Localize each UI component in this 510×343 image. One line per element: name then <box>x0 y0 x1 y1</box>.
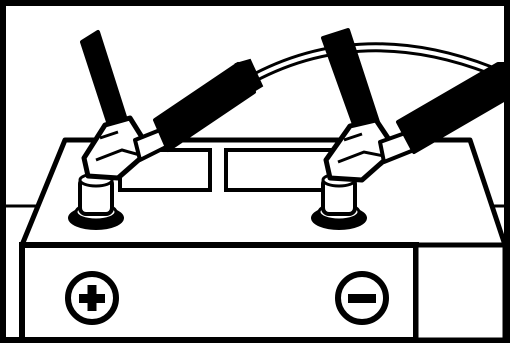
plus-icon <box>68 274 116 322</box>
battery-side <box>416 245 505 340</box>
minus-icon <box>338 274 386 322</box>
